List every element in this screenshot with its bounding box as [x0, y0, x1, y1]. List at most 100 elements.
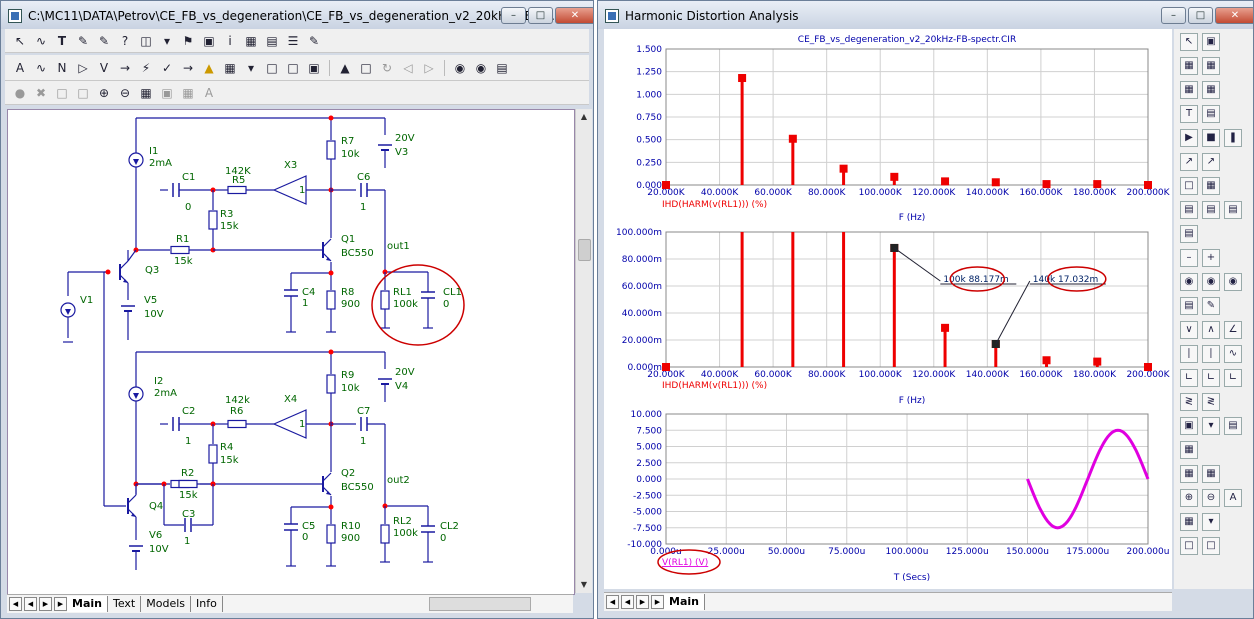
fit-icon[interactable]: ▦ — [1180, 465, 1198, 483]
camera-icon[interactable]: ▣ — [161, 85, 173, 100]
plot-drawing[interactable]: 0.0000.2500.5000.7501.0001.2501.50020.00… — [604, 29, 1172, 589]
pause-icon[interactable]: ❚ — [1224, 129, 1242, 147]
scroll-down-icon[interactable]: ▼ — [580, 580, 588, 589]
zoom-out-icon[interactable]: ⊖ — [119, 85, 131, 100]
maximize-button[interactable]: □ — [528, 7, 553, 24]
tag-2-icon[interactable]: ≷ — [1202, 393, 1220, 411]
copy-icon[interactable]: □ — [1180, 537, 1198, 555]
grid-icon[interactable]: ▦ — [224, 60, 236, 75]
stop-icon[interactable]: ■ — [1202, 129, 1220, 147]
dropdown-icon[interactable]: ▾ — [247, 60, 255, 75]
edit-icon[interactable]: ✎ — [1202, 297, 1220, 315]
cursor-icon[interactable]: ↗ — [1180, 153, 1198, 171]
copy-icon[interactable]: □ — [56, 85, 68, 100]
text-icon[interactable]: T — [57, 33, 67, 48]
cursor-2-icon[interactable]: ↗ — [1202, 153, 1220, 171]
info-icon[interactable]: ✎ — [98, 33, 110, 48]
dc-voltage-icon[interactable]: V — [99, 60, 109, 75]
properties-icon[interactable]: ▤ — [266, 33, 278, 48]
wire-icon[interactable]: ∿ — [35, 33, 47, 48]
tab-main[interactable]: Main — [664, 594, 705, 610]
minimize-button[interactable]: – — [1161, 7, 1186, 24]
voltage-icon[interactable]: ▷ — [78, 60, 88, 75]
left-icon[interactable]: ∟ — [1180, 369, 1198, 387]
schematic-titlebar[interactable]: C:\MC11\DATA\Petrov\CE_FB_vs_degeneratio… — [1, 1, 593, 29]
grid-view-icon[interactable]: ▦ — [182, 85, 194, 100]
grid-icon[interactable]: ▦ — [1202, 177, 1220, 195]
analysis-titlebar[interactable]: Harmonic Distortion Analysis – □ ✕ — [598, 1, 1253, 29]
go-icon[interactable]: ● — [14, 85, 26, 100]
find-icon[interactable]: ▦ — [245, 33, 257, 48]
valley-icon[interactable]: ∧ — [1202, 321, 1220, 339]
minimize-button[interactable]: – — [501, 7, 526, 24]
tab-text[interactable]: Text — [108, 596, 142, 612]
pin-icon[interactable]: → — [182, 60, 194, 75]
schematic-vertical-scrollbar[interactable]: ▲ ▼ — [575, 109, 592, 593]
prev-tab-icon[interactable]: ◀ — [24, 597, 37, 611]
last-tab-icon[interactable]: ▶ — [651, 595, 664, 609]
current-icon[interactable]: → — [119, 60, 131, 75]
minus-icon[interactable]: – — [1180, 249, 1198, 267]
clipboard-icon[interactable]: ▣ — [1180, 417, 1198, 435]
select-icon[interactable]: ↖ — [1180, 33, 1198, 51]
low-icon[interactable]: ∣ — [1202, 345, 1220, 363]
scroll-up-icon[interactable]: ▲ — [580, 112, 588, 121]
table-3-icon[interactable]: ▤ — [1224, 201, 1242, 219]
close-button[interactable]: ✕ — [1215, 7, 1253, 24]
list-icon[interactable]: ▤ — [1224, 417, 1242, 435]
page-icon[interactable]: ▤ — [1180, 225, 1198, 243]
paste-icon[interactable]: □ — [1202, 537, 1220, 555]
select-icon[interactable]: ↖ — [14, 33, 26, 48]
grid-view-icon[interactable]: ▦ — [1180, 513, 1198, 531]
next-tab-icon[interactable]: ▶ — [39, 597, 52, 611]
edit-icon[interactable]: ✎ — [308, 33, 320, 48]
zoom-in-icon[interactable]: ⊕ — [98, 85, 110, 100]
high-icon[interactable]: ∣ — [1180, 345, 1198, 363]
probe-icon[interactable]: ◉ — [1180, 273, 1198, 291]
peak-icon[interactable]: ∨ — [1180, 321, 1198, 339]
flip-icon[interactable]: ◁ — [403, 60, 413, 75]
page-icon[interactable]: □ — [266, 60, 278, 75]
tab-info[interactable]: Info — [191, 596, 223, 612]
tag-icon[interactable]: ≷ — [1180, 393, 1198, 411]
attribute-text-icon[interactable]: A — [15, 60, 25, 75]
tab-main[interactable]: Main — [67, 596, 108, 612]
zoom-box-icon[interactable]: ▦ — [1180, 57, 1198, 75]
grid-text-icon[interactable]: ∿ — [35, 60, 47, 75]
dropdown-icon[interactable]: ▾ — [163, 33, 171, 48]
fit-2-icon[interactable]: ▦ — [1202, 465, 1220, 483]
zoom-in-icon[interactable]: ⊕ — [1180, 489, 1198, 507]
warning-icon[interactable]: ▲ — [204, 60, 214, 75]
dropdown-icon[interactable]: ▾ — [1202, 417, 1220, 435]
maximize-button[interactable]: □ — [1188, 7, 1213, 24]
copy-icon[interactable]: □ — [287, 60, 299, 75]
find-binoculars-2-icon[interactable]: ◉ — [475, 60, 487, 75]
zoom-fit-icon[interactable]: ▦ — [140, 85, 152, 100]
box-icon[interactable]: □ — [360, 60, 372, 75]
find-binoculars-icon[interactable]: ◉ — [454, 60, 466, 75]
properties-icon[interactable]: ▤ — [1202, 105, 1220, 123]
text-icon[interactable]: T — [1180, 105, 1198, 123]
mirror-icon[interactable]: ▷ — [424, 60, 434, 75]
dropdown-icon[interactable]: ▾ — [1202, 513, 1220, 531]
flag-icon[interactable]: ⚑ — [182, 33, 194, 48]
close-button[interactable]: ✕ — [555, 7, 593, 24]
attribute-icon[interactable]: ▣ — [203, 33, 215, 48]
format-icon[interactable]: ▤ — [1180, 297, 1198, 315]
horizontal-scrollbar[interactable] — [428, 597, 531, 611]
info-box-icon[interactable]: i — [228, 33, 232, 48]
move-icon[interactable]: ▣ — [1202, 33, 1220, 51]
paste-icon[interactable]: □ — [77, 85, 89, 100]
notes-icon[interactable]: ▤ — [496, 60, 508, 75]
font-icon[interactable]: A — [1224, 489, 1242, 507]
table-2-icon[interactable]: ▤ — [1202, 201, 1220, 219]
next-icon[interactable]: ∟ — [1224, 369, 1242, 387]
calendar-icon[interactable]: ▦ — [1180, 441, 1198, 459]
probe-3-icon[interactable]: ◉ — [1224, 273, 1242, 291]
probe-icon[interactable]: ▲ — [340, 60, 350, 75]
help-icon[interactable]: ? — [121, 33, 129, 48]
probe-2-icon[interactable]: ◉ — [1202, 273, 1220, 291]
zoom-out-icon[interactable]: ⊖ — [1202, 489, 1220, 507]
